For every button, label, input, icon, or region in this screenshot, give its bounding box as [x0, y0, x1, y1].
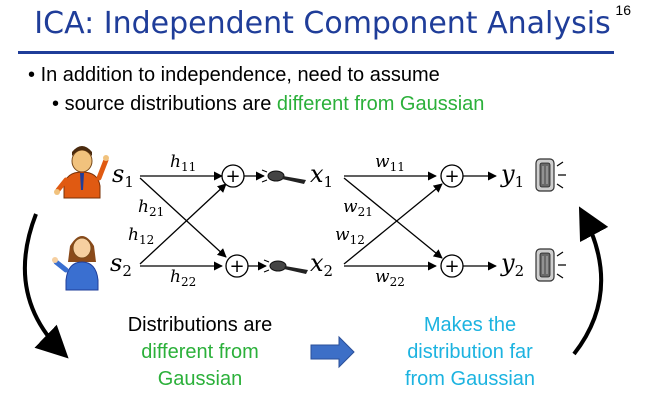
svg-text:+: +: [229, 256, 244, 277]
page-number: 16: [615, 2, 631, 18]
caption-line-highlight: different from: [141, 341, 259, 363]
weight-w11-label: w11: [375, 152, 405, 174]
edge-h12: [139, 183, 227, 265]
edge-w12: [343, 183, 443, 265]
microphone-icon: [261, 169, 306, 184]
loudspeaker-icon: [535, 248, 566, 282]
bullet-dot: •: [28, 64, 41, 86]
edge-w21: [343, 177, 443, 259]
loudspeaker-icon: [535, 158, 566, 192]
curved-arrow-left: [22, 213, 69, 359]
output-y2-label: y2: [500, 249, 524, 280]
weight-h11-label: h11: [170, 152, 196, 174]
weight-w12-label: w12: [335, 225, 365, 247]
weight-h22-label: h22: [170, 267, 196, 289]
mixing-sum-node-2: +: [225, 254, 249, 278]
caption-line-highlight: from Gaussian: [404, 368, 536, 390]
observation-x1-label: x1: [310, 160, 333, 191]
unmixing-sum-node-2: +: [440, 254, 464, 278]
mixing-sum-node-1: +: [221, 164, 245, 188]
output-y1-label: y1: [500, 160, 524, 191]
bullet-dot: •: [52, 93, 65, 115]
block-arrow-right: [310, 335, 355, 369]
title-divider: [18, 51, 614, 54]
weight-w22-label: w22: [375, 267, 405, 289]
svg-text:+: +: [444, 256, 459, 277]
weight-h21-label: h21: [138, 197, 164, 219]
slide-title: ICA: Independent Component Analysis: [34, 6, 611, 41]
bullet-text: source distributions are: [64, 93, 277, 115]
caption-line-highlight: Makes the: [423, 314, 517, 336]
weight-w21-label: w21: [343, 197, 373, 219]
bullet-highlight: different from Gaussian: [276, 93, 485, 115]
bullet-text: In addition to independence, need to ass…: [40, 64, 440, 86]
weight-h12-label: h12: [128, 225, 154, 247]
caption-line-highlight: Gaussian: [157, 368, 243, 390]
caption-line-highlight: distribution far: [407, 341, 533, 363]
source-s2-label: s2: [110, 249, 132, 280]
svg-text:+: +: [444, 166, 459, 187]
speaker-woman-icon: [52, 236, 99, 291]
bullet-non-gaussian: • source distributions are different fro…: [52, 93, 484, 116]
curved-arrow-right: [572, 206, 609, 356]
bullet-independence: • In addition to independence, need to a…: [28, 64, 440, 87]
source-s1-label: s1: [112, 160, 134, 191]
microphone-icon: [263, 259, 308, 274]
caption-distributions: Distributions are different from Gaussia…: [95, 312, 305, 393]
edge-h21: [139, 177, 227, 258]
observation-x2-label: x2: [310, 249, 333, 280]
unmixing-sum-node-1: +: [440, 164, 464, 188]
caption-makes-far: Makes the distribution far from Gaussian: [365, 312, 575, 393]
speaker-man-icon: [54, 146, 109, 199]
svg-text:+: +: [225, 166, 240, 187]
caption-line: Distributions are: [127, 314, 273, 336]
